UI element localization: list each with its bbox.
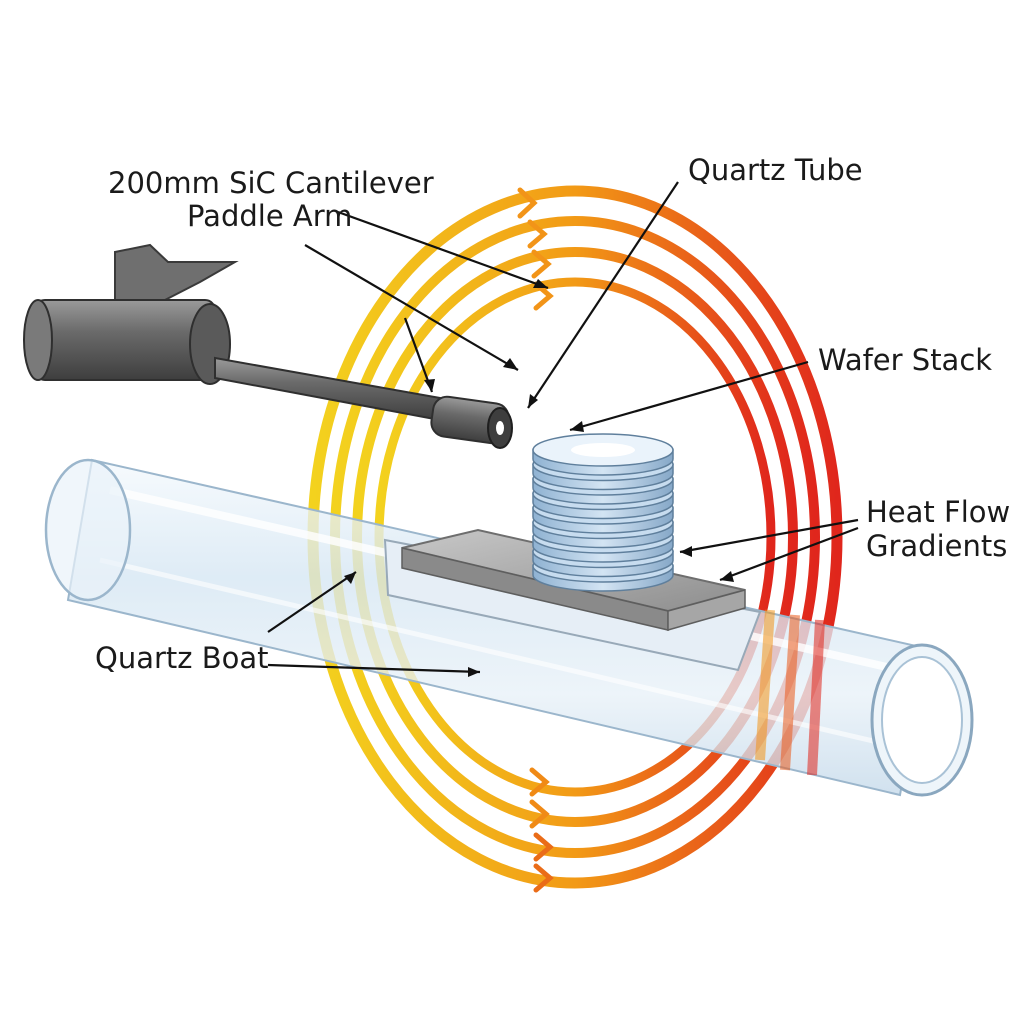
arrow-right-icon — [527, 219, 548, 249]
leader-lines — [267, 181, 859, 677]
cantilever-paddle-arm — [23, 243, 513, 449]
cylinder-left-cap — [23, 299, 53, 381]
wafer-highlight — [571, 443, 635, 457]
leader-heat-2 — [719, 526, 859, 582]
heat-rings — [307, 185, 843, 893]
arrowhead-icon — [680, 546, 692, 557]
arrowhead-icon — [424, 379, 435, 392]
tube-right-end-inner — [881, 656, 963, 784]
heat-rings-front — [755, 609, 825, 776]
wafer — [532, 433, 674, 476]
ring-front-band — [755, 609, 775, 761]
arrowhead-icon — [344, 572, 356, 584]
arrowhead-icon — [468, 667, 480, 677]
leader-boat-1 — [267, 571, 357, 633]
leader-paddle-2 — [304, 244, 519, 371]
label-heat-line1: Heat Flow — [866, 495, 1010, 529]
arrowhead-icons — [344, 279, 734, 677]
arrow-right-icon — [529, 799, 550, 829]
leader-paddle-3 — [403, 317, 434, 393]
label-wafer-stack: Wafer Stack — [818, 343, 992, 377]
arrowhead-icon — [528, 394, 538, 408]
quartz-tube — [44, 458, 974, 797]
label-paddle-line1: 200mm SiC Cantilever — [108, 166, 434, 200]
label-heat-line2: Gradients — [866, 529, 1007, 563]
boat-plate-end — [667, 589, 746, 631]
arrow-right-icon — [533, 832, 554, 862]
leader-heat-1 — [679, 518, 859, 554]
leader-wafer-stack — [569, 360, 809, 432]
arrowhead-icon — [503, 358, 518, 370]
arrow-right-icon — [531, 249, 552, 279]
ring-front-band — [780, 614, 800, 771]
arrowhead-icon — [533, 279, 548, 288]
paddle-tip-hole — [496, 421, 504, 435]
arrow-right-icon — [533, 863, 554, 893]
leader-quartz-tube — [527, 181, 679, 409]
label-quartz-tube: Quartz Tube — [688, 153, 863, 187]
ring-front-band — [807, 619, 825, 776]
arrow-right-icon — [529, 767, 550, 797]
arrowhead-icon — [570, 421, 584, 432]
tube-left-end — [44, 458, 132, 602]
label-quartz-boat: Quartz Boat — [95, 641, 269, 675]
arrowhead-icon — [720, 571, 734, 582]
paddle-main-cylinder — [34, 299, 216, 381]
leader-paddle-1 — [337, 210, 549, 290]
leader-boat-2 — [267, 663, 481, 674]
labels: 200mm SiC Cantilever Paddle Arm Quartz T… — [95, 153, 1010, 675]
wafer-stack — [532, 433, 674, 592]
label-paddle-line2: Paddle Arm — [187, 199, 352, 233]
arrow-right-icon — [517, 187, 538, 219]
